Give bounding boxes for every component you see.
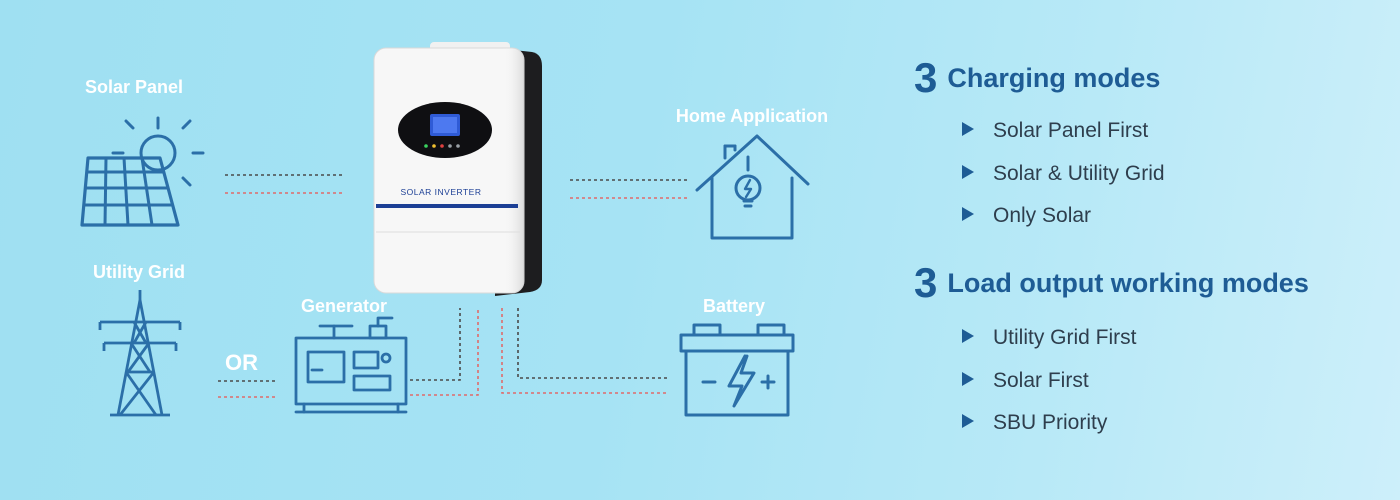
- charging-modes-count: 3: [914, 54, 938, 101]
- play-icon: [962, 207, 974, 222]
- charging-modes-heading: 3 Charging modes: [914, 54, 1160, 102]
- charging-mode-label: Only Solar: [993, 204, 1092, 227]
- load-modes-heading: 3 Load output working modes: [914, 259, 1309, 307]
- charging-mode-label: Solar Panel First: [993, 119, 1149, 142]
- list-item: Solar Panel First: [962, 110, 1165, 153]
- load-modes-title: Load output working modes: [947, 267, 1309, 298]
- play-icon: [962, 122, 974, 137]
- load-mode-label: SBU Priority: [993, 411, 1108, 434]
- battery-line-dark: [517, 308, 668, 379]
- list-item: Only Solar: [962, 195, 1165, 238]
- load-modes-count: 3: [914, 259, 938, 306]
- battery-label: Battery: [702, 296, 766, 316]
- inverter-unit: [373, 42, 542, 296]
- play-icon: [962, 329, 974, 344]
- power-tower-icon: [98, 290, 182, 417]
- play-icon: [962, 164, 974, 179]
- generator-line-red: [410, 308, 479, 396]
- list-item: Solar & Utility Grid: [962, 153, 1165, 196]
- play-icon: [962, 414, 974, 429]
- solar-panel-icon: [80, 156, 180, 227]
- list-item: SBU Priority: [962, 402, 1137, 445]
- home-application-label: Home Application: [675, 106, 829, 126]
- load-mode-label: Solar First: [993, 368, 1089, 392]
- play-icon: [962, 371, 974, 386]
- solar-panel-label: Solar Panel: [84, 77, 184, 97]
- or-label: OR: [225, 350, 258, 375]
- inverter-label: SOLAR INVERTER: [400, 187, 481, 197]
- load-mode-label: Utility Grid First: [993, 326, 1137, 349]
- charging-modes-title: Charging modes: [947, 62, 1161, 93]
- house-bulb-icon: [695, 134, 810, 240]
- charging-modes-list: Solar Panel First Solar & Utility Grid O…: [962, 110, 1165, 238]
- list-item: Utility Grid First: [962, 317, 1137, 360]
- utility-grid-label: Utility Grid: [92, 262, 186, 282]
- charging-mode-label: Solar & Utility Grid: [993, 161, 1165, 185]
- sun-icon: [111, 116, 205, 187]
- battery-icon: [679, 323, 795, 417]
- generator-icon: [294, 316, 408, 414]
- battery-line-red: [501, 308, 668, 394]
- load-modes-list: Utility Grid First Solar First SBU Prior…: [962, 317, 1137, 445]
- connection-lines: [218, 174, 690, 398]
- list-item: Solar First: [962, 360, 1137, 403]
- generator-line-dark: [410, 308, 461, 381]
- generator-label: Generator: [300, 296, 388, 316]
